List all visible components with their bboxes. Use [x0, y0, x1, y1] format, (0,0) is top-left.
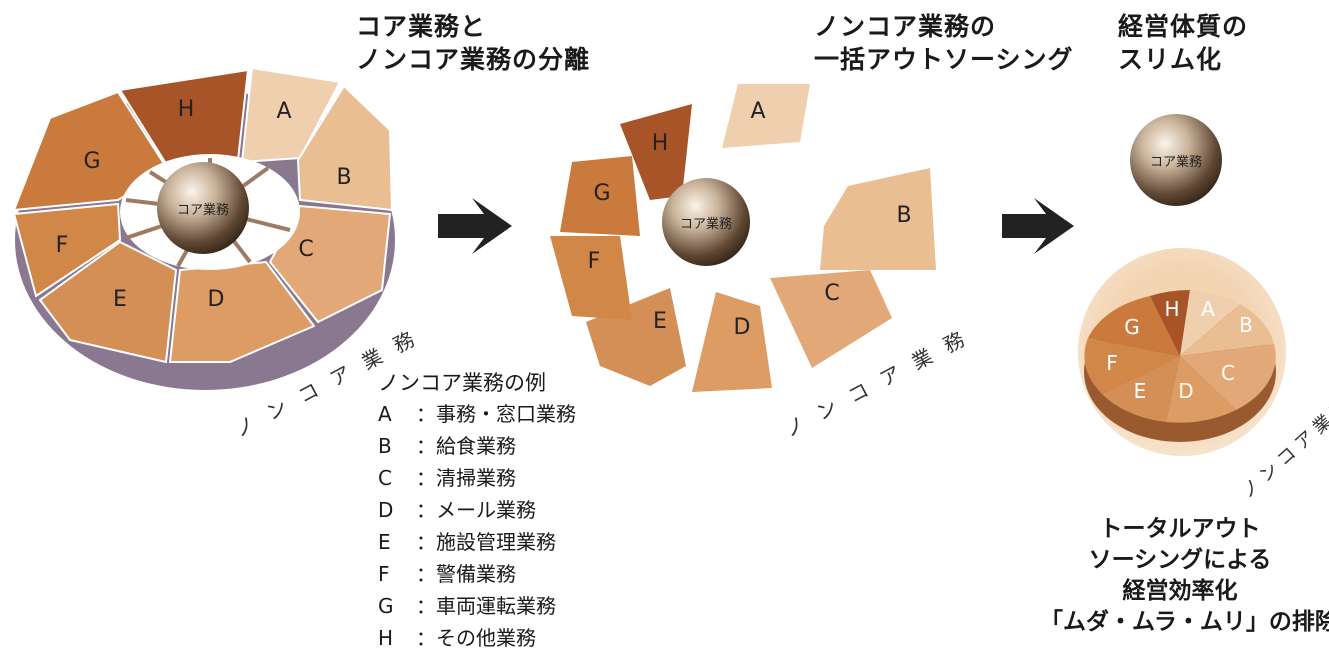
stage3-pie [1078, 248, 1286, 456]
segment-c [268, 204, 392, 324]
segment-g [560, 156, 640, 236]
stage2-letter-h: H [652, 131, 669, 156]
pie-slice-f [1084, 338, 1180, 394]
stage1-letter-c: C [298, 237, 313, 262]
stage3-letter-h: H [1164, 297, 1179, 321]
pie-slice-b [1180, 304, 1274, 356]
legend: ノンコア業務の例 A：事務・窓口業務 B：給食業務 C：清掃業務 D：メール業務… [378, 368, 576, 654]
stage3-letter-d: D [1178, 379, 1193, 403]
stage1-letter-b: B [336, 165, 351, 190]
stage3-title: 経営体質の スリム化 [1118, 10, 1248, 76]
stage2-letter-e: E [653, 309, 667, 334]
stage1-core-sphere [157, 162, 249, 254]
stage1-letter-h: H [178, 97, 195, 122]
stage2-letter-b: B [896, 203, 911, 228]
legend-item: F：警備業務 [378, 562, 516, 586]
stage2-letter-c: C [824, 281, 839, 306]
stage1-letter-e: E [113, 287, 127, 312]
stage2-letter-d: D [734, 315, 751, 340]
stage2-letter-f: F [588, 249, 601, 274]
stage2-letter-g: G [593, 181, 610, 206]
stage2-title-line2: 一括アウトソーシング [814, 45, 1074, 74]
segment-c [770, 270, 892, 368]
legend-item: G：車両運転業務 [378, 594, 556, 618]
stage3-letter-e: E [1134, 379, 1147, 403]
segment-d [692, 292, 772, 392]
stage3-letter-f: F [1106, 351, 1118, 375]
segment-a [722, 84, 810, 148]
summary-line2: ソーシングによる [1088, 547, 1272, 573]
summary-line1: トータルアウト [1099, 516, 1261, 542]
stage1-letter-d: D [208, 287, 225, 312]
stage1-title: コア業務と ノンコア業務の分離 [356, 10, 590, 76]
segment-h [620, 104, 692, 200]
stage1-letter-f: F [56, 233, 69, 258]
legend-item: A：事務・窓口業務 [378, 402, 576, 426]
stage2-title-line1: ノンコア業務の [814, 12, 997, 41]
summary: トータルアウト ソーシングによる 経営効率化 「ムダ・ムラ・ムリ」の排除 [1040, 514, 1329, 638]
summary-line3: 経営効率化 [1122, 578, 1238, 604]
pie-slice-g [1088, 296, 1180, 356]
stage1-letter-a: A [276, 99, 291, 124]
stage3-title-line1: 経営体質の [1118, 12, 1249, 41]
stage2-core-label: コア業務 [680, 216, 732, 232]
stage1-core-label: コア業務 [177, 202, 229, 218]
pie-slice-a [1180, 290, 1240, 356]
segment-e [38, 240, 178, 364]
stage1-letter-g: G [83, 149, 100, 174]
stage1-title-line2: ノンコア業務の分離 [356, 45, 591, 74]
segment-f [12, 202, 122, 298]
legend-item: H：その他業務 [378, 626, 536, 650]
legend-item: D：メール業務 [378, 498, 536, 522]
legend-item: E：施設管理業務 [378, 530, 556, 554]
stage1-title-line1: コア業務と [356, 12, 487, 41]
arrow-right-icon [438, 198, 512, 254]
stage3-title-line2: スリム化 [1118, 45, 1223, 74]
stage2-letter-a: A [750, 99, 765, 124]
stage3-core-sphere [1130, 114, 1222, 206]
pie-slice-c [1180, 344, 1276, 410]
legend-item: C：清掃業務 [378, 466, 516, 490]
pie-slice-e [1102, 356, 1180, 422]
arrow-right-icon [1002, 198, 1074, 254]
stage3-letter-c: C [1221, 361, 1235, 385]
summary-line4: 「ムダ・ムラ・ムリ」の排除 [1040, 609, 1329, 635]
segment-b [820, 168, 936, 270]
stage3-core-label: コア業務 [1150, 154, 1202, 170]
segment-d [168, 260, 316, 363]
legend-item: B：給食業務 [378, 434, 516, 458]
segment-b [296, 84, 394, 212]
stage1-ring: コア業務 [12, 66, 395, 390]
stage3-letter-g: G [1124, 315, 1140, 339]
stage3-letter-a: A [1201, 297, 1215, 321]
stage2-core-sphere [662, 178, 750, 266]
pie-slice-h [1150, 290, 1190, 356]
stage2-title: ノンコア業務の 一括アウトソーシング [814, 10, 1074, 76]
stage3-letter-b: B [1239, 313, 1253, 337]
segment-g [12, 90, 170, 212]
legend-title: ノンコア業務の例 [378, 371, 546, 395]
pie-slice-d [1166, 356, 1236, 423]
stage2-exploded-ring: コア業務 [550, 84, 936, 392]
segment-f [550, 236, 632, 320]
